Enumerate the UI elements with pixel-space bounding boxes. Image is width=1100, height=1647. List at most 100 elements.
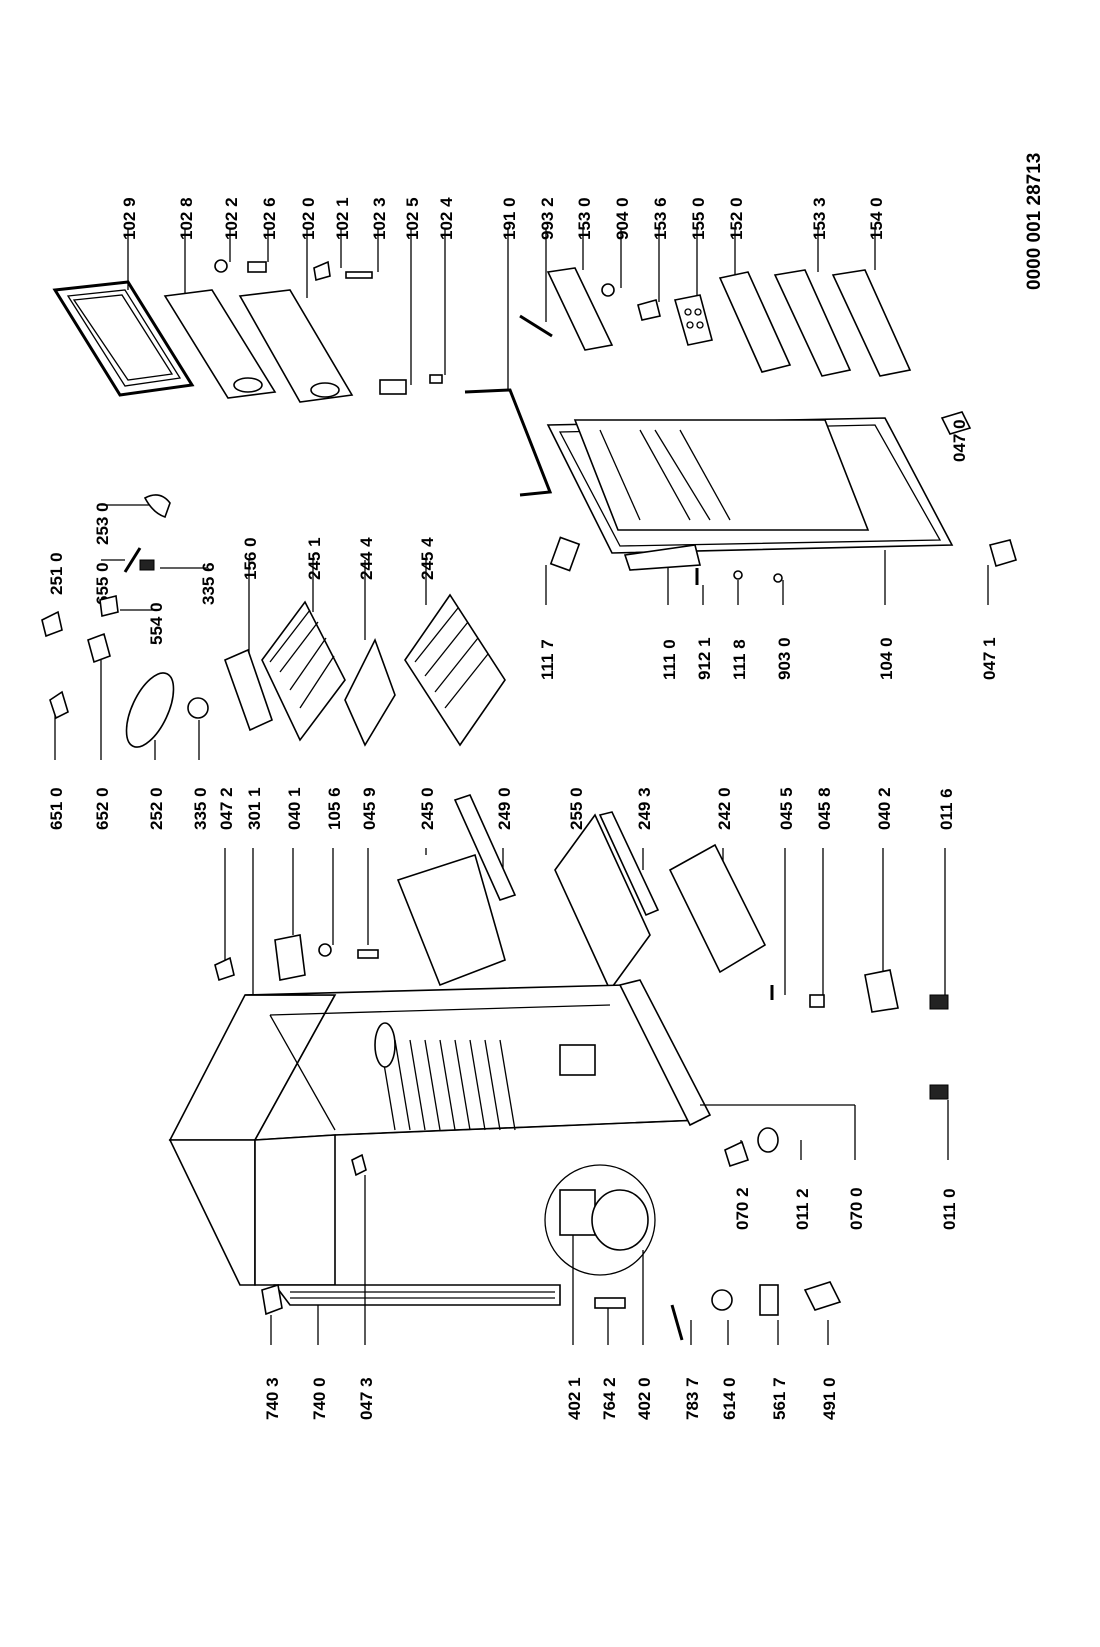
label-045-9: 045 9 [360, 787, 379, 830]
clip-153-6 [637, 299, 661, 321]
part-655-0 [123, 547, 142, 573]
label-252-0: 252 0 [147, 787, 166, 830]
top-row-labels: 102 9 102 8 102 2 102 6 102 0 102 1 102 … [120, 197, 886, 240]
label-011-6: 011 6 [937, 788, 956, 830]
part-045-8 [809, 994, 825, 1008]
label-102-3: 102 3 [370, 197, 389, 240]
part-011-2 [757, 1127, 779, 1153]
left-mid-parts [49, 632, 949, 1013]
bottom-parts [594, 1084, 949, 1341]
bin-154-0 [831, 269, 912, 377]
part-105-6 [318, 943, 332, 957]
part-040-2 [864, 969, 899, 1013]
foot-740-3 [261, 1283, 283, 1316]
foot-011-6 [929, 994, 949, 1010]
base-740-0 [273, 1284, 561, 1306]
label-104-0: 104 0 [877, 637, 896, 680]
left-mid-leaders [54, 660, 946, 1000]
thermostat-in-cabinet [374, 1022, 396, 1068]
label-244-4: 244 4 [357, 537, 376, 580]
part-111-8 [733, 570, 743, 580]
label-102-9: 102 9 [120, 197, 139, 240]
label-102-6: 102 6 [260, 197, 279, 240]
shelf-245-0 [396, 853, 506, 987]
label-102-8: 102 8 [177, 197, 196, 240]
bin-153-0 [546, 267, 614, 351]
bin-153-3 [773, 269, 852, 377]
part-047-3 [351, 1153, 367, 1177]
part-252-0 [125, 672, 175, 748]
label-245-1: 245 1 [305, 537, 324, 580]
compressor-area [544, 1164, 656, 1276]
part-783-7 [670, 1304, 684, 1341]
bin-152-0 [718, 271, 792, 373]
door-104-0 [546, 417, 954, 554]
label-255-0: 255 0 [567, 787, 586, 830]
hinge-102-6 [247, 261, 267, 273]
label-102-4: 102 4 [437, 197, 456, 240]
label-153-0: 153 0 [575, 197, 594, 240]
cabinet-label [559, 1044, 596, 1076]
door-frame-102-9 [52, 280, 195, 397]
door-hardware-parts [549, 536, 1017, 585]
label-993-2: 993 2 [538, 197, 557, 240]
pad-102-5 [379, 379, 407, 395]
label-047-0: 047 0 [950, 419, 969, 462]
left-mid-labels: 651 0 652 0 252 0 335 0 047 2 301 1 040 … [47, 787, 956, 830]
label-655-0: 655 0 [93, 562, 112, 605]
part-903-0 [773, 573, 783, 583]
label-651-0: 651 0 [47, 787, 66, 830]
part-040-1 [274, 934, 306, 981]
door-hardware-labels: 111 7 111 0 912 1 111 8 903 0 104 0 047 … [538, 637, 999, 680]
label-783-7: 783 7 [683, 1377, 702, 1420]
label-153-3: 153 3 [810, 197, 829, 240]
document-number: 0000 001 28713 [1024, 153, 1045, 290]
part-047-2 [214, 956, 235, 982]
label-335-0: 335 0 [191, 787, 210, 830]
hinge-047-1 [989, 539, 1017, 567]
strip-249-0 [453, 794, 517, 901]
shelf-wires [269, 607, 489, 709]
sensor-993-2 [519, 314, 553, 338]
label-047-2: 047 2 [217, 787, 236, 830]
label-102-0: 102 0 [299, 197, 318, 240]
label-154-0: 154 0 [867, 197, 886, 240]
label-153-6: 153 6 [651, 197, 670, 240]
label-912-1: 912 1 [695, 637, 714, 680]
label-242-0: 242 0 [715, 787, 734, 830]
label-335-6: 335 6 [199, 562, 218, 605]
shelf-244-4 [344, 637, 396, 747]
label-253-0: 253 0 [93, 502, 112, 545]
label-245-0: 245 0 [418, 787, 437, 830]
label-402-0: 402 0 [635, 1377, 654, 1420]
label-011-0: 011 0 [940, 1188, 959, 1230]
label-047-1: 047 1 [980, 637, 999, 680]
pad-102-4 [429, 374, 443, 384]
label-561-7: 561 7 [770, 1377, 789, 1420]
label-102-1: 102 1 [333, 197, 352, 240]
label-614-0: 614 0 [720, 1377, 739, 1420]
compressor-relay-402-1 [559, 1189, 596, 1236]
label-111-7: 111 7 [538, 639, 557, 680]
part-652-0 [87, 632, 111, 664]
label-249-3: 249 3 [635, 787, 654, 830]
top-row-parts [52, 259, 912, 497]
knob-102-2 [214, 259, 228, 273]
part-561-7 [759, 1284, 779, 1316]
label-105-6: 105 6 [325, 787, 344, 830]
label-111-8: 111 8 [730, 639, 749, 680]
part-614-0 [711, 1289, 733, 1311]
part-651-0 [49, 690, 69, 720]
strip-102-3 [345, 271, 373, 279]
clip-102-1 [313, 260, 331, 282]
label-554-0: 554 0 [147, 602, 166, 645]
part-335-0 [187, 697, 209, 719]
panel-102-8 [163, 289, 277, 399]
compressor-402-0 [591, 1189, 649, 1251]
label-251-0: 251 0 [47, 552, 66, 595]
shelf-245-4 [404, 593, 506, 747]
front-rail [618, 979, 712, 1127]
upper-middle-leaders [101, 504, 427, 660]
